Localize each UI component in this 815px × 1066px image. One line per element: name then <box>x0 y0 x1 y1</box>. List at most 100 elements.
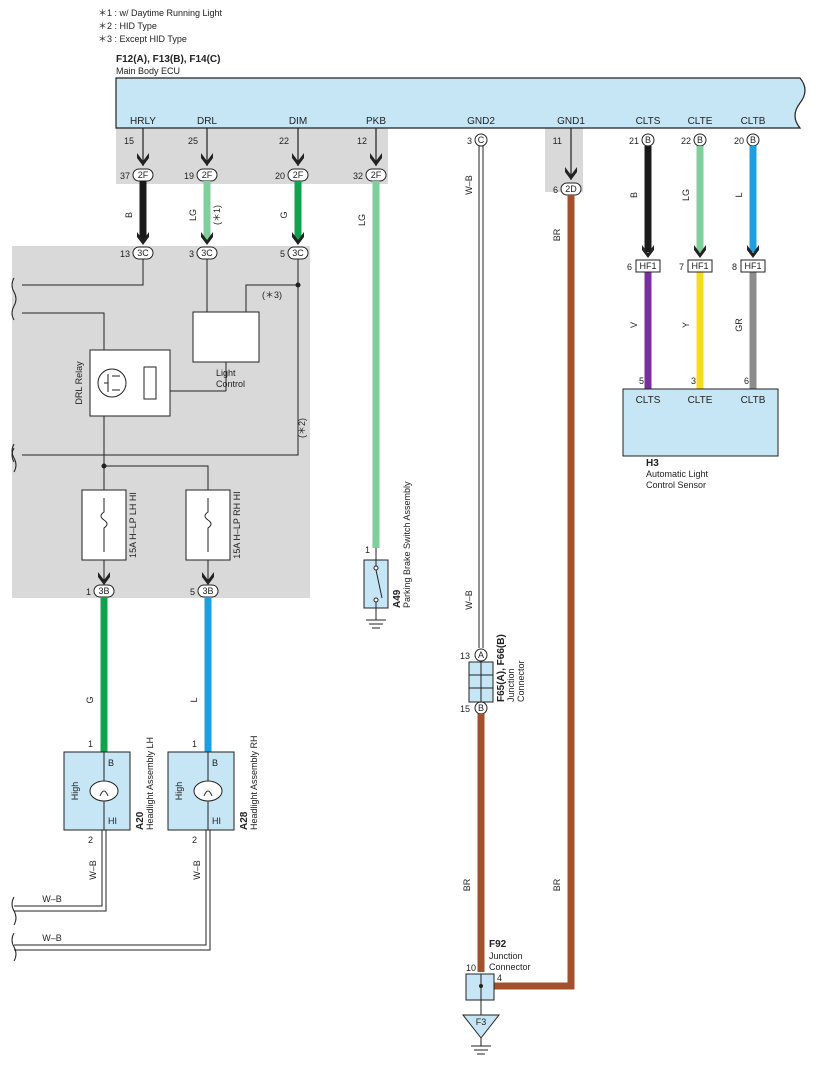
svg-text:10: 10 <box>466 963 476 973</box>
svg-text:B: B <box>108 758 114 768</box>
pin-gnd1: 11 <box>553 136 562 146</box>
wire-label-drl: LG <box>188 209 198 221</box>
j2f-2-pin: 20 <box>275 171 285 181</box>
term-gnd1: GND1 <box>557 116 585 127</box>
clte-conn: B <box>697 135 703 145</box>
junction-connector-f92: F92 Junction Connector 10 4 F3 <box>461 939 531 1055</box>
svg-text:CLTS: CLTS <box>636 395 661 406</box>
light-control-sensor: 5 3 6 CLTS CLTE CLTB H3 Automatic Light … <box>622 376 779 490</box>
svg-text:1: 1 <box>192 739 197 749</box>
wires-upper <box>139 181 380 548</box>
wires-headlight-ground <box>14 830 211 951</box>
j2d-pin: 6 <box>553 185 558 195</box>
svg-text:A: A <box>478 650 484 660</box>
svg-text:HI: HI <box>212 816 221 826</box>
svg-text:1: 1 <box>88 739 93 749</box>
fuse-lh-label: 15A H–LP LH HI <box>128 492 138 558</box>
connector-3b-row: 3B 1 3B 5 <box>86 584 219 598</box>
svg-text:HI: HI <box>108 816 117 826</box>
ecu-connector-shade <box>116 128 388 184</box>
wire-label-hrly: B <box>124 212 134 218</box>
svg-text:13: 13 <box>460 651 470 661</box>
drl-relay-box <box>89 349 171 417</box>
fuse-lh-symbol <box>100 498 108 552</box>
ecu-name: Main Body ECU <box>116 66 180 76</box>
wire-label-gnd1-lower: BR <box>552 878 562 891</box>
j2f-1: 2F <box>202 170 213 180</box>
cltb-conn: B <box>750 135 756 145</box>
wire-label-lh-gnd: W–B <box>88 860 98 880</box>
headlight-rh: 1 B HI High 2 A28 Headlight Assembly RH <box>167 735 259 845</box>
light-control-label-2: Control <box>216 379 245 389</box>
chevrons-3b <box>98 572 214 585</box>
svg-text:Connector: Connector <box>516 660 526 702</box>
wire-label-cltb-lower: GR <box>734 318 744 332</box>
hf1-1: HF1 <box>691 261 708 271</box>
note-2: ＊2 : HID Type <box>98 21 157 31</box>
chevrons-top <box>137 153 577 180</box>
j2f-1-pin: 19 <box>184 171 194 181</box>
wire-label-clte: LG <box>681 189 691 201</box>
j2f-2: 2F <box>293 170 304 180</box>
wire-label-gnd-left1: W–B <box>42 894 62 904</box>
wire-label-gnd2-lower: W–B <box>464 590 474 610</box>
term-gnd2: GND2 <box>467 116 495 127</box>
parking-brake-switch: 1 A49 Parking Brake Switch Assembly <box>363 481 412 629</box>
drl-relay-label: DRL Relay <box>74 361 84 405</box>
pin-drl: 25 <box>188 136 198 146</box>
chevrons-3c <box>137 232 304 245</box>
wire-label-gnd1: BR <box>552 228 562 241</box>
pin-cltb: 20 <box>734 136 744 146</box>
j2f-0: 2F <box>138 170 149 180</box>
svg-text:1: 1 <box>365 545 370 555</box>
wire-gnd2 <box>478 146 484 648</box>
drl-relay-transistor <box>97 368 127 398</box>
j3b-1-pin: 5 <box>190 587 195 597</box>
drl-relay-coil <box>143 366 157 400</box>
connector-2f-row: 2F 37 2F 19 2F 20 2F 32 2D 6 <box>120 168 582 196</box>
junction-dot-dim <box>295 282 301 288</box>
svg-text:6: 6 <box>744 376 749 386</box>
svg-text:B: B <box>212 758 218 768</box>
wires-headlight <box>100 597 212 752</box>
pin-gnd2: 3 <box>467 136 472 146</box>
term-clts: CLTS <box>636 116 661 127</box>
main-body-ecu-box <box>115 77 806 129</box>
svg-text:F65(A), F66(B): F65(A), F66(B) <box>496 634 507 702</box>
j3b-0: 3B <box>98 586 109 596</box>
wire-label-rh-gnd: W–B <box>192 860 202 880</box>
svg-text:CLTE: CLTE <box>688 395 713 406</box>
hf1-1-pin: 7 <box>679 262 684 272</box>
headlight-lh: 1 B HI High 2 A20 Headlight Assembly LH <box>63 737 155 845</box>
wire-label-gnd2: W–B <box>464 175 474 195</box>
svg-text:Junction: Junction <box>489 951 523 961</box>
wire-note-drl: (＊1) <box>212 205 222 225</box>
svg-text:5: 5 <box>639 376 644 386</box>
svg-text:2: 2 <box>192 835 197 845</box>
fuse-rh-symbol <box>204 498 212 552</box>
svg-text:A49: A49 <box>392 589 403 608</box>
junction-connector-f65: 13 A B 15 F65(A), F66(B) Junction Connec… <box>460 634 526 715</box>
hf1-2-pin: 8 <box>732 262 737 272</box>
svg-text:15: 15 <box>460 704 470 714</box>
term-cltb: CLTB <box>741 116 766 127</box>
term-dim: DIM <box>289 116 307 127</box>
wire-label-clte-lower: Y <box>681 322 691 328</box>
ecu-terminal-circles: C B B B <box>474 133 760 147</box>
gnd2-conn: C <box>478 135 485 145</box>
pin-clte: 22 <box>681 136 691 146</box>
wires-brown <box>477 195 575 990</box>
pin-dim: 22 <box>279 136 289 146</box>
svg-text:F92: F92 <box>489 939 507 950</box>
wire-label-cltb: L <box>734 192 744 197</box>
j3c-2: 3C <box>292 248 304 258</box>
junction-dot-fuse <box>101 463 107 469</box>
hf1-0: HF1 <box>639 261 656 271</box>
j3c-2-pin: 5 <box>280 249 285 259</box>
ecu-leads <box>142 128 572 180</box>
ecu-id: F12(A), F13(B), F14(C) <box>116 54 220 65</box>
pin-clts: 21 <box>629 136 639 146</box>
light-control-box <box>192 311 260 363</box>
pin-hrly: 15 <box>124 136 134 146</box>
